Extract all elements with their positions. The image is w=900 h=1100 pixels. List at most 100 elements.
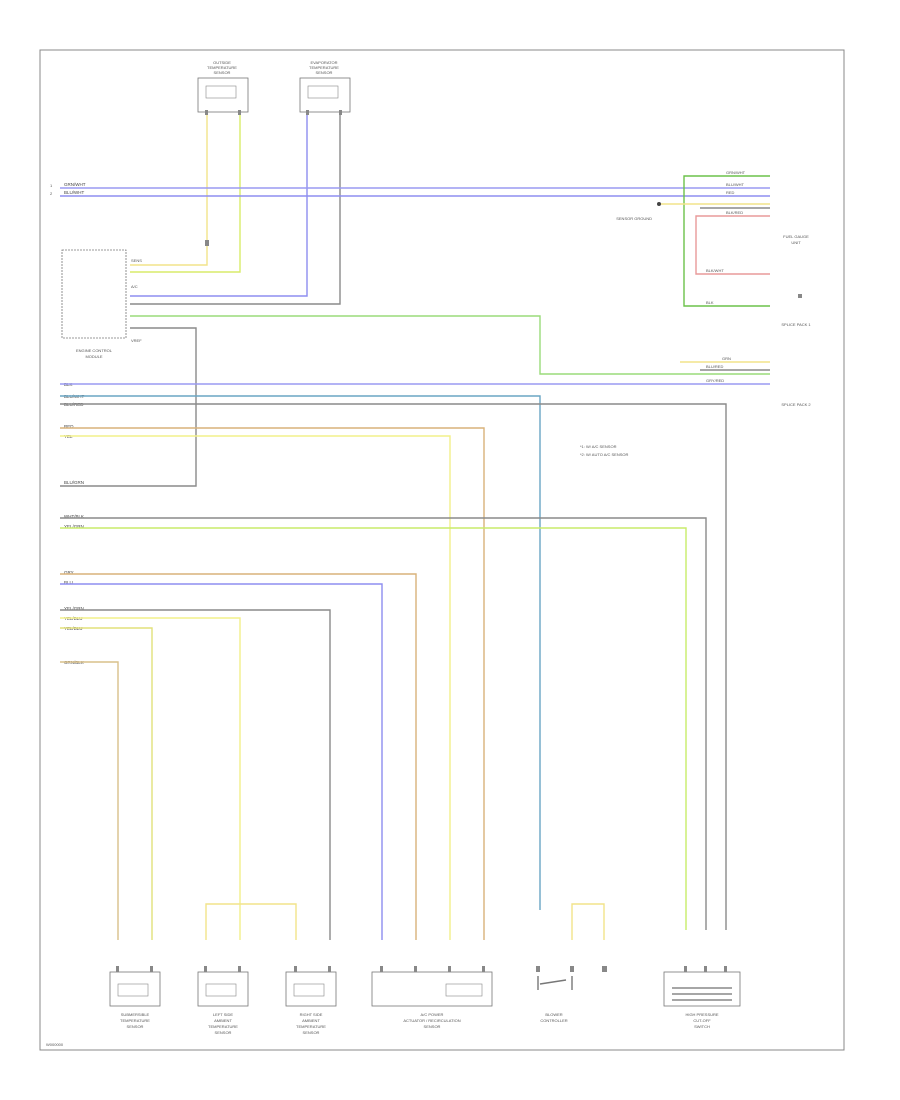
bottom-component-5-pin-b bbox=[570, 966, 574, 972]
wire-left-5 bbox=[60, 435, 451, 940]
fuel-gauge-group: GRN/WHT BLU/WHT RED BLK/RED BLK/WHT BLK … bbox=[616, 170, 811, 327]
bottom-component-6-label-1: HIGH PRESSURE bbox=[685, 1012, 718, 1017]
right-label-3: RED bbox=[726, 190, 735, 195]
right-label-5: BLK/WHT bbox=[706, 268, 724, 273]
bottom-component-5-switch bbox=[537, 976, 573, 990]
right-label-6: BLK bbox=[706, 300, 714, 305]
bottom-component-6-pin-a bbox=[684, 966, 687, 972]
wire-left-3 bbox=[60, 403, 727, 930]
bottom-component-2-pin-a bbox=[204, 966, 207, 972]
bottom-component-3: RIGHT SIDE AMBIENT TEMPERATURE SENSOR bbox=[285, 966, 337, 1035]
bottom-component-1-label-3: SENSOR bbox=[127, 1024, 144, 1029]
top-sensor-2-label-line-3: SENSOR bbox=[316, 70, 333, 75]
engine-control-module-body bbox=[61, 249, 127, 339]
bottom-component-2-label-2: AMBIENT bbox=[214, 1018, 232, 1023]
bottom-component-1-pin-b bbox=[150, 966, 153, 972]
wire-left-12 bbox=[60, 617, 241, 940]
wire-splice-red bbox=[695, 215, 770, 275]
bottom-component-6: HIGH PRESSURE CUT-OFF SWITCH bbox=[663, 966, 741, 1029]
top-sensor-2-pin-a bbox=[306, 110, 309, 115]
wire-label-left-9: GRY bbox=[64, 570, 74, 575]
engine-module-pin-2: A/C bbox=[131, 284, 138, 289]
bottom-component-3-pin-a bbox=[294, 966, 297, 972]
top-sensor-1-element bbox=[205, 85, 237, 99]
left-connector-pin-1: 1 bbox=[50, 183, 53, 188]
bottom-component-6-label-3: SWITCH bbox=[694, 1024, 710, 1029]
bottom-component-4: A/C POWER ACTUATOR / RECIRCULATION SENSO… bbox=[371, 966, 493, 1029]
diagram-frame bbox=[39, 49, 845, 1051]
bottom-component-1-pin-a bbox=[116, 966, 119, 972]
top-sensor-1-label-line-1: OUTSIDE bbox=[213, 60, 231, 65]
wire-left-14 bbox=[60, 661, 119, 940]
wire-bottom-2-bridge bbox=[205, 903, 297, 940]
fuel-gauge-label-line-1: FUEL GAUGE bbox=[783, 234, 809, 239]
top-sensor-2-body bbox=[299, 77, 351, 113]
right-label-4: BLK/RED bbox=[726, 210, 743, 215]
top-sensor-2-label-line-2: TEMPERATURE bbox=[309, 65, 339, 70]
bottom-component-4-label-2: ACTUATOR / RECIRCULATION bbox=[403, 1018, 460, 1023]
note-2: *2: W/ AUTO A/C SENSOR bbox=[580, 452, 628, 457]
engine-control-module: SENS A/C VREF ENGINE CONTROL MODULE bbox=[61, 249, 142, 359]
bottom-component-2-element bbox=[205, 983, 237, 997]
splice-pack-2-group: GRN BLU/RED GRY/RED SPLICE PACK 2 bbox=[680, 356, 811, 407]
note-1: *1: W/ A/C SENSOR bbox=[580, 444, 617, 449]
page-code: W000000 bbox=[46, 1042, 64, 1047]
bottom-component-5-pin-a bbox=[536, 966, 540, 972]
top-sensor-2-pin-b bbox=[339, 110, 342, 115]
wire-left-8 bbox=[60, 527, 687, 930]
wire-label-left-4: RED bbox=[64, 424, 74, 429]
bottom-component-2-label-1: LEFT SIDE bbox=[213, 1012, 233, 1017]
engine-module-label-line-2: MODULE bbox=[85, 354, 102, 359]
wire-top-sensor-2-b bbox=[130, 115, 341, 305]
bottom-component-4-pin-d bbox=[482, 966, 485, 972]
bottom-component-3-label-1: RIGHT SIDE bbox=[300, 1012, 323, 1017]
bottom-component-3-label-2: AMBIENT bbox=[302, 1018, 320, 1023]
bottom-component-3-element bbox=[293, 983, 325, 997]
left-connector-pin-2: 2 bbox=[50, 191, 53, 196]
bottom-component-1-label-2: TEMPERATURE bbox=[120, 1018, 150, 1023]
bottom-component-4-label-3: SENSOR bbox=[424, 1024, 441, 1029]
wire-ecm-green bbox=[130, 315, 770, 375]
bottom-component-2-body bbox=[197, 971, 249, 1007]
bottom-component-5-label-2: CONTROLLER bbox=[540, 1018, 567, 1023]
top-sensor-1-pin-a bbox=[205, 110, 208, 115]
wire-label-left-10: BLU bbox=[64, 580, 73, 585]
bottom-component-3-label-3: TEMPERATURE bbox=[296, 1024, 326, 1029]
bottom-component-6-pin-c bbox=[724, 966, 727, 972]
bottom-component-2-pin-b bbox=[238, 966, 241, 972]
wire-top-sensor-1-b bbox=[130, 115, 241, 273]
right-label-1: GRN/WHT bbox=[726, 170, 746, 175]
top-sensor-2-label-line-1: EVAPORATOR bbox=[310, 60, 337, 65]
wire-left-9 bbox=[60, 573, 417, 940]
top-sensor-2: EVAPORATOR TEMPERATURE SENSOR bbox=[299, 60, 351, 115]
top-sensor-1-wire-connector bbox=[205, 240, 209, 246]
bottom-component-4-pin-c bbox=[448, 966, 451, 972]
splice-node bbox=[657, 202, 661, 206]
bottom-component-1-label-1: SUBMERSIBLE bbox=[121, 1012, 150, 1017]
right-mid-label-2: BLU/RED bbox=[706, 364, 723, 369]
bottom-component-5: BLOWER CONTROLLER bbox=[536, 966, 607, 1023]
splice-pack-2-label: SPLICE PACK 2 bbox=[781, 402, 811, 407]
top-sensor-1: OUTSIDE TEMPERATURE SENSOR bbox=[197, 60, 249, 115]
wire-top-sensor-1-a bbox=[130, 115, 208, 266]
wire-left-11 bbox=[60, 609, 331, 940]
engine-module-pin-1: SENS bbox=[131, 258, 142, 263]
wire-splice-green bbox=[683, 175, 770, 307]
wire-ecm-gray bbox=[60, 327, 197, 487]
bottom-component-2-label-4: SENSOR bbox=[215, 1030, 232, 1035]
bottom-component-5-label-1: BLOWER bbox=[545, 1012, 562, 1017]
bottom-component-4-element bbox=[445, 983, 483, 997]
wire-left-10 bbox=[60, 583, 383, 940]
bottom-component-2-label-3: TEMPERATURE bbox=[208, 1024, 238, 1029]
bottom-component-4-pin-b bbox=[414, 966, 417, 972]
bottom-component-5-ground bbox=[602, 966, 607, 972]
bottom-component-1: SUBMERSIBLE TEMPERATURE SENSOR bbox=[109, 966, 161, 1029]
bottom-component-6-element bbox=[672, 987, 732, 1001]
bottom-component-6-pin-b bbox=[704, 966, 707, 972]
wire-label-left-6: BLU/GRN bbox=[64, 480, 84, 485]
top-sensor-1-label-line-2: TEMPERATURE bbox=[207, 65, 237, 70]
right-mid-label-1: GRN bbox=[722, 356, 731, 361]
top-sensor-1-body bbox=[197, 77, 249, 113]
right-label-2: BLU/WHT bbox=[726, 182, 745, 187]
